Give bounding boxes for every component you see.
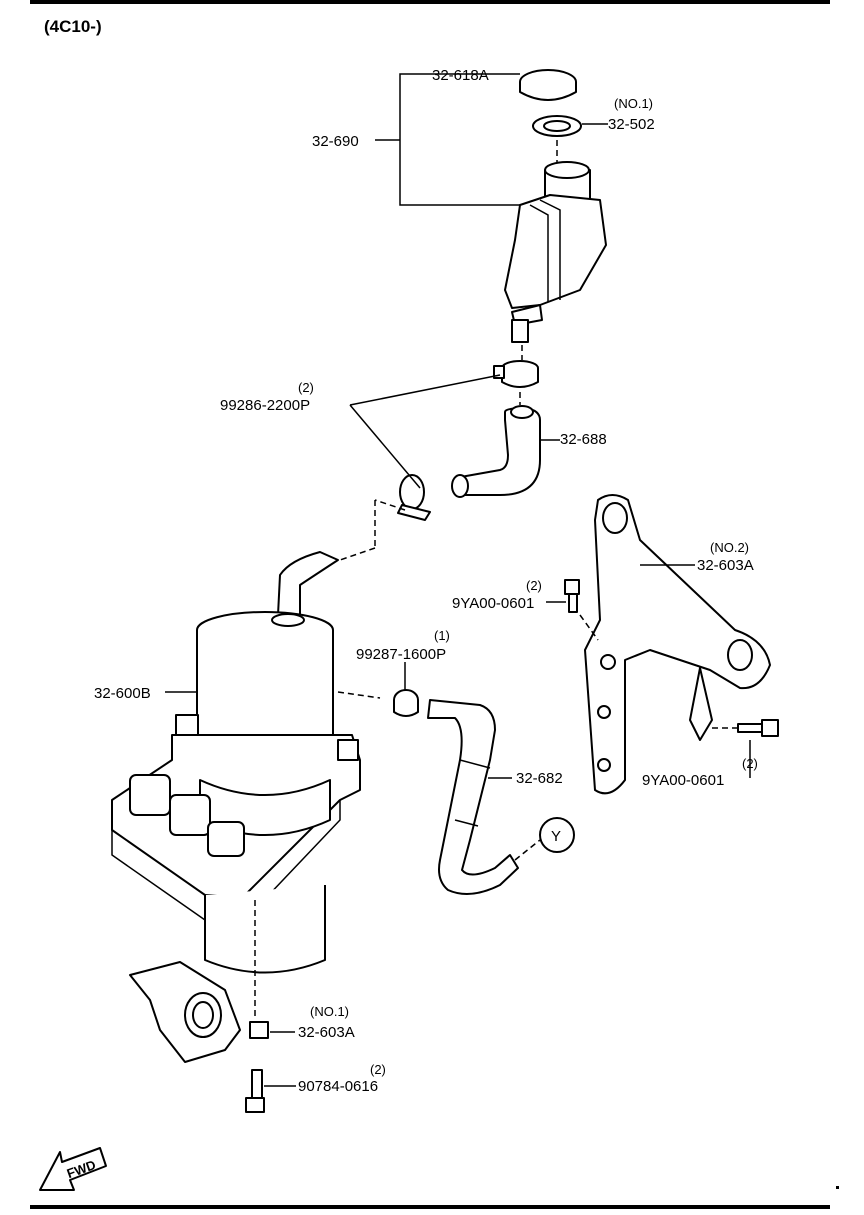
label-reservoir-assy: 32-690	[312, 133, 359, 150]
reference-circle-y	[539, 817, 575, 853]
label-clamp: 99286-2200P	[220, 397, 310, 414]
label-bolt-b: 9YA00-0601	[642, 772, 724, 789]
bracket-no1	[129, 961, 269, 1063]
label-seal-qty: (NO.1)	[614, 96, 653, 111]
label-cap: 32-618A	[432, 67, 489, 84]
hose-clamp-lower	[393, 689, 419, 717]
label-bolt-a: 9YA00-0601	[452, 595, 534, 612]
label-bracket-no1-qty: (NO.1)	[310, 1004, 349, 1019]
bolt-9ya00-0601-upper	[564, 579, 580, 613]
engine-code-header: (4C10-)	[44, 17, 102, 36]
label-hose-upper: 32-688	[560, 431, 607, 448]
reservoir-tank	[504, 161, 607, 343]
label-hose-lower: 32-682	[516, 770, 563, 787]
label-pump: 32-600B	[94, 685, 151, 702]
bolt-9ya00-0601-lower	[737, 719, 779, 737]
hose-clamp-mid	[397, 474, 431, 521]
bottom-rule	[30, 1205, 830, 1209]
label-clamp2-qty: (1)	[434, 628, 450, 643]
label-clamp2: 99287-1600P	[356, 646, 446, 663]
hose-32-682	[427, 699, 519, 895]
label-bolt-b-qty: (2)	[742, 756, 758, 771]
label-bolt-a-qty: (2)	[526, 578, 542, 593]
hose-clamp-upper	[493, 360, 539, 388]
label-bracket-no2: 32-603A	[697, 557, 754, 574]
top-rule	[30, 0, 830, 4]
label-clamp-qty: (2)	[298, 380, 314, 395]
reservoir-cap	[519, 69, 577, 101]
label-bracket-no2-qty: (NO.2)	[710, 540, 749, 555]
bolt-90784-0616	[245, 1069, 265, 1113]
label-ref-circle: Y	[551, 828, 561, 845]
label-seal: 32-502	[608, 116, 655, 133]
fwd-arrow-icon: FWD	[39, 1147, 107, 1191]
bracket-no2	[584, 494, 771, 795]
label-bracket-no1: 32-603A	[298, 1024, 355, 1041]
label-bolt-c: 90784-0616	[298, 1078, 378, 1095]
electric-pump	[111, 551, 361, 974]
label-bolt-c-qty: (2)	[370, 1062, 386, 1077]
